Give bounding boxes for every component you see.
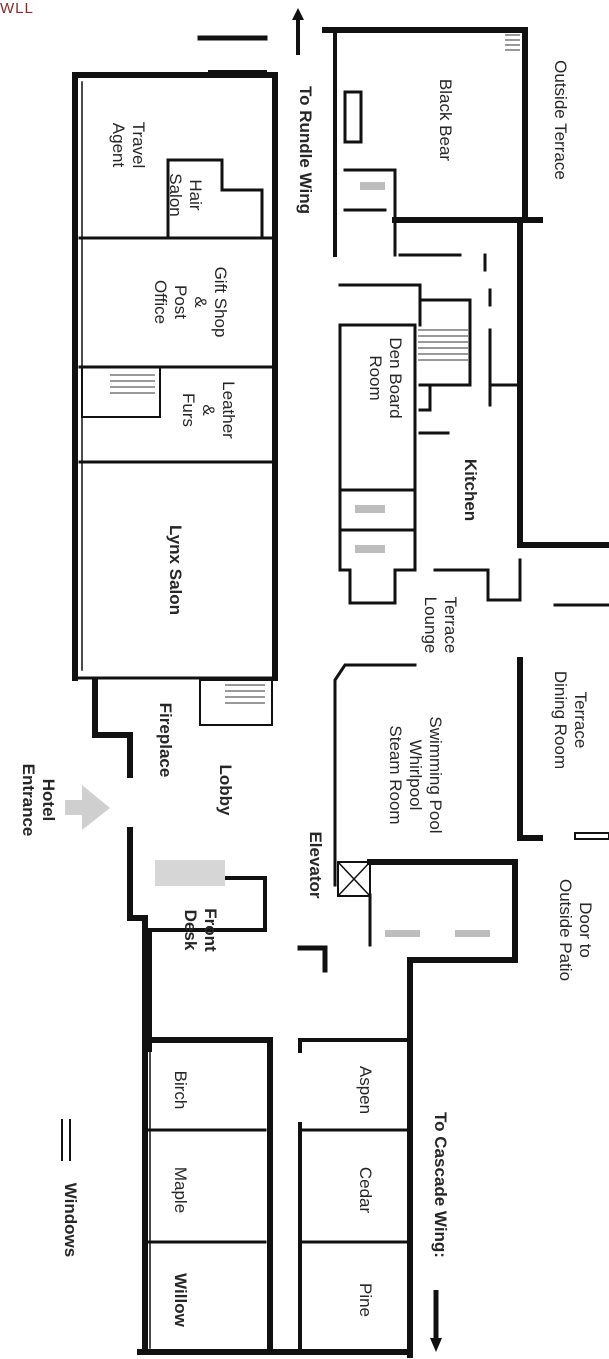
- pool-right-wall: [517, 657, 543, 841]
- elevator-x: [336, 860, 372, 898]
- black-bear-niche: [343, 90, 363, 144]
- cascade-arrow: [430, 1290, 442, 1352]
- label-hotel-entrance-line1: Hotel: [39, 778, 58, 822]
- stair-upper-right: [505, 34, 520, 51]
- label-lobby: Lobby: [216, 764, 235, 816]
- label-black-bear: Black Bear: [436, 78, 455, 162]
- label-hair-salon: Hair Salon: [165, 165, 205, 225]
- label-front-desk: Front Desk: [180, 895, 220, 965]
- label-lynx-salon: Lynx Salon: [166, 524, 185, 616]
- label-swimming-pool: Swimming Pool Whirlpool Steam Room: [385, 710, 445, 840]
- black-bear-outer-wall: [322, 27, 543, 223]
- label-kitchen: Kitchen: [461, 458, 480, 522]
- label-terrace-lounge: Terrace Lounge: [420, 580, 460, 670]
- elevator-shaft: [337, 861, 371, 897]
- label-terrace-dining: Terrace Dining Room: [550, 665, 590, 775]
- stairs: [110, 34, 520, 704]
- label-terrace-lounge-line1: Terrace: [441, 596, 460, 654]
- label-door-patio-line1: Door to: [576, 902, 595, 958]
- label-door-patio-line2: Outside Patio: [556, 878, 575, 982]
- black-bear-partition: [343, 168, 397, 257]
- lounge-wall: [433, 558, 522, 602]
- label-den-board-line1: Den Board: [386, 337, 405, 419]
- stair-left: [110, 374, 155, 394]
- label-leather-line2: &: [199, 404, 218, 416]
- kitchen-upper-wall: [338, 283, 472, 387]
- label-to-rundle-wing: To Rundle Wing: [296, 86, 315, 214]
- hair-salon-wall: [166, 158, 264, 240]
- label-elevator: Elevator: [306, 831, 325, 899]
- label-swimming-pool-line1: Swimming Pool: [426, 716, 445, 834]
- stair-fireplace: [225, 684, 265, 704]
- label-gift-shop-line4: Office: [151, 279, 170, 325]
- label-leather-line1: Leather: [219, 381, 238, 439]
- restroom-block: [338, 488, 417, 605]
- rundle-arrow: [292, 8, 304, 55]
- label-den-board-line2: Room: [366, 355, 385, 401]
- label-swimming-pool-line2: Whirlpool: [406, 739, 425, 811]
- label-gift-shop-line2: &: [191, 296, 210, 308]
- label-gift-shop-line3: Post: [171, 284, 190, 320]
- fireplace-stair-box: [199, 679, 273, 726]
- kitchen-partition: [418, 383, 450, 435]
- label-maple: Maple: [171, 1166, 190, 1214]
- front-desk-counter: [155, 860, 225, 886]
- label-door-patio: Door to Outside Patio: [555, 865, 595, 995]
- label-birch: Birch: [171, 1070, 190, 1110]
- restroom-figures: [355, 182, 490, 937]
- label-den-board: Den Board Room: [365, 328, 405, 428]
- elevator-hall: [297, 945, 328, 973]
- label-terrace-lounge-line2: Lounge: [421, 596, 440, 654]
- label-leather: Leather & Furs: [178, 370, 238, 450]
- label-swimming-pool-line3: Steam Room: [386, 725, 405, 825]
- label-hotel-entrance-line2: Entrance: [19, 763, 38, 837]
- label-windows: Windows: [61, 1182, 80, 1258]
- label-terrace-dining-line1: Terrace: [571, 691, 590, 749]
- label-to-cascade-wing: To Cascade Wing:: [431, 1112, 450, 1258]
- stair-kitchen: [418, 329, 468, 361]
- black-bear-lower: [392, 217, 609, 548]
- label-gift-shop: Gift Shop & Post Office: [150, 252, 230, 352]
- front-desk-wall: [148, 876, 267, 1052]
- label-fireplace: Fireplace: [156, 702, 175, 778]
- label-gift-shop-line1: Gift Shop: [211, 266, 230, 338]
- label-hotel-entrance: Hotel Entrance: [18, 760, 58, 840]
- patio-door: [574, 832, 609, 840]
- label-aspen: Aspen: [356, 1065, 375, 1115]
- label-travel-agent: Travel Agent: [108, 105, 148, 185]
- label-leather-line3: Furs: [179, 393, 198, 427]
- label-outside-terrace: Outside Terrace: [551, 60, 570, 180]
- corner-text: WLL: [0, 0, 34, 17]
- label-hair-salon-line1: Hair: [186, 179, 205, 211]
- label-pine: Pine: [356, 1282, 375, 1318]
- label-willow: Willow: [171, 1273, 190, 1327]
- left-stair-box: [81, 366, 161, 418]
- label-hair-salon-line2: Salon: [166, 173, 185, 217]
- label-terrace-dining-line2: Dining Room: [551, 670, 570, 770]
- label-front-desk-line1: Front: [201, 908, 220, 952]
- pool-wall: [333, 663, 417, 887]
- meeting-left-block: [142, 1037, 273, 1355]
- label-travel-agent-line2: Agent: [109, 122, 128, 168]
- label-front-desk-line2: Desk: [181, 909, 200, 951]
- shops-outer-wall: [72, 72, 278, 681]
- entrance-arrow: [65, 785, 110, 830]
- label-cedar: Cedar: [356, 1166, 375, 1214]
- label-travel-agent-line1: Travel: [129, 121, 148, 169]
- kitchen-right: [483, 253, 522, 407]
- entrance-wall: [92, 677, 148, 1053]
